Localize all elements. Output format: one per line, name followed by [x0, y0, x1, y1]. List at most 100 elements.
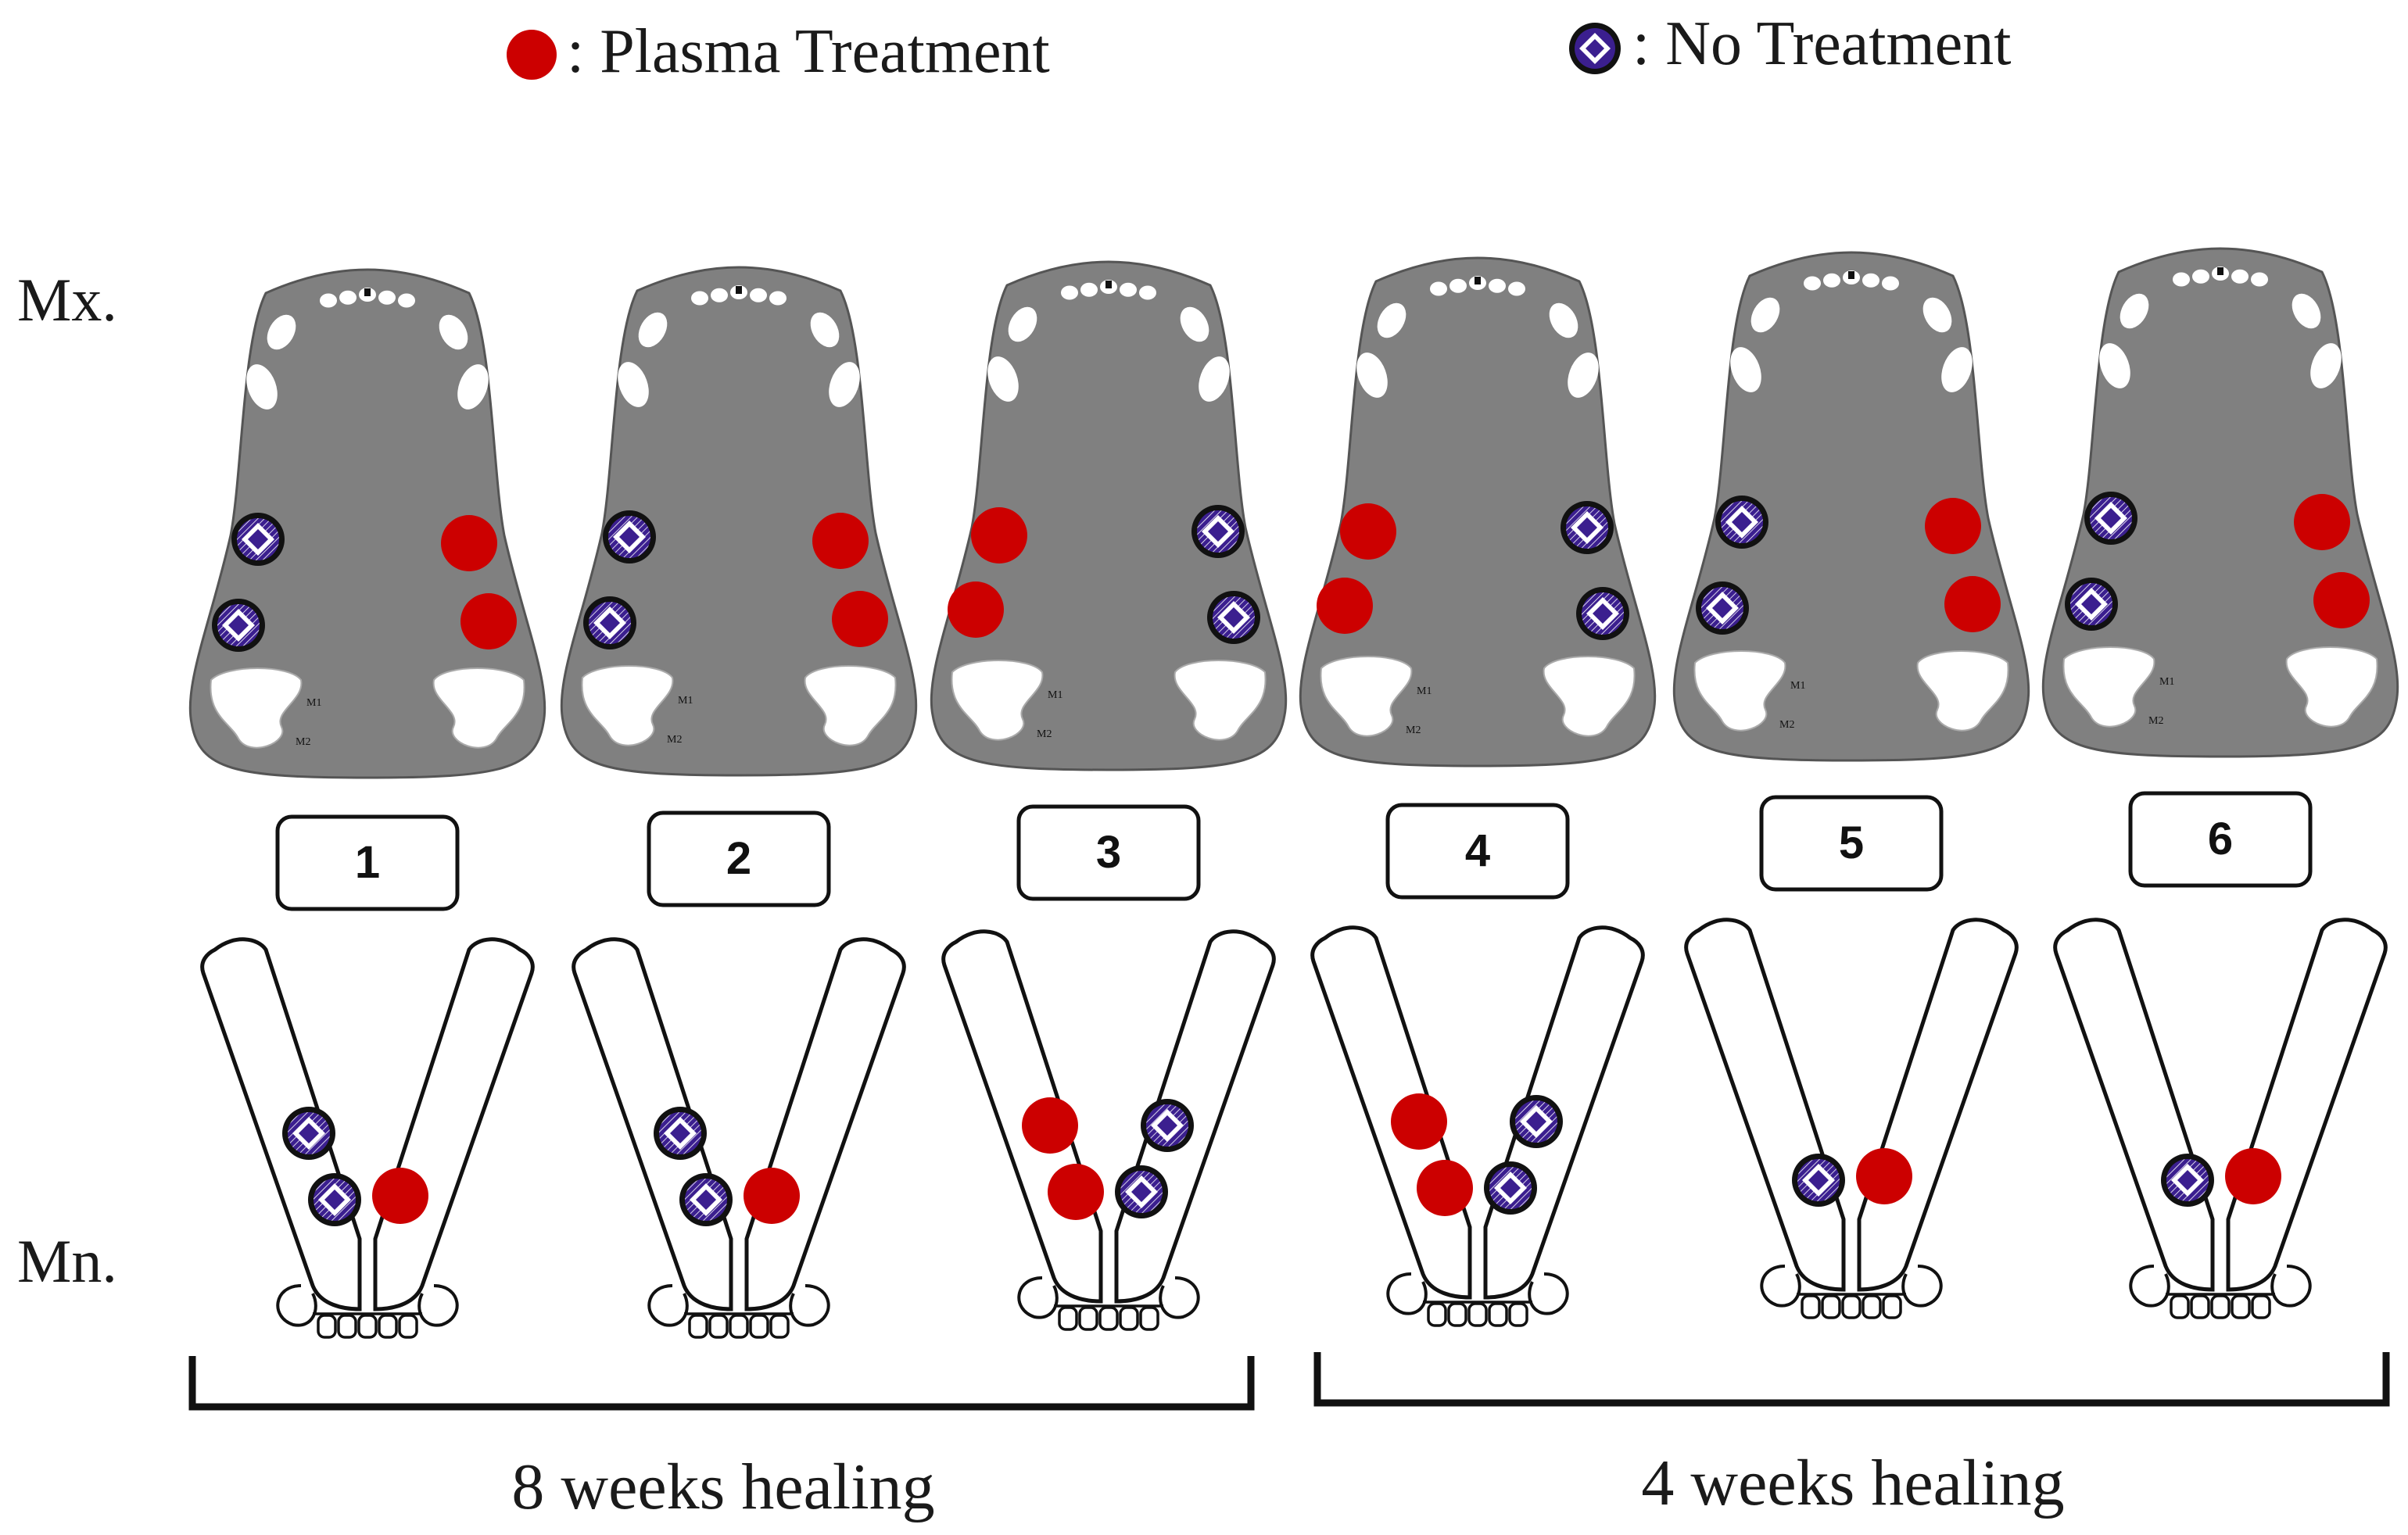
mandible-site-left-lower [2161, 1154, 2214, 1207]
specimen-number-box: 6 [2128, 791, 2313, 888]
specimen-number-box: 2 [647, 810, 831, 907]
tooth-label-m1: M1 [1790, 680, 1805, 692]
mandible-site-left-upper [654, 1107, 707, 1160]
mandible-diagram [2053, 918, 2388, 1319]
tooth-label-m2: M2 [2148, 715, 2163, 727]
mandible-incisors [1017, 1276, 1200, 1331]
group-label-4-weeks: 4 weeks healing [1641, 1447, 2064, 1519]
mandible-incisors [276, 1284, 459, 1339]
legend-none-marker [1569, 23, 1621, 74]
tooth-label-m2: M2 [1406, 725, 1421, 736]
tooth-label-m2: M2 [296, 736, 310, 748]
legend: : Plasma Treatment : No Treatment [507, 9, 2011, 86]
maxilla-site-left-lower [212, 599, 265, 652]
tooth-label-m2: M2 [1037, 728, 1052, 740]
specimen-number-box: 3 [1016, 804, 1201, 901]
incisor-teeth [1356, 276, 1599, 398]
mandible-diagram [572, 937, 906, 1339]
incisor-teeth [618, 285, 860, 407]
maxilla-site-right-upper [1191, 505, 1245, 558]
mandible-incisors [1760, 1265, 1943, 1319]
legend-none-label: : No Treatment [1632, 9, 2011, 78]
maxilla-site-right-lower [1207, 591, 1260, 644]
legend-plasma-label: : Plasma Treatment [567, 17, 1050, 86]
mandible-site-left-lower [679, 1173, 733, 1226]
incisor-teeth [1730, 270, 1973, 392]
incisor-teeth [246, 288, 489, 410]
specimen-number-box: 1 [275, 814, 460, 911]
mandible-site-right-lower [1856, 1148, 1912, 1204]
group-bracket-8-weeks: 8 weeks healing [188, 1356, 1255, 1523]
mandible-diagram [200, 937, 535, 1339]
tooth-label-m2: M2 [1779, 719, 1794, 731]
maxilla-site-left-upper [1715, 496, 1768, 549]
maxilla-site-left-upper [231, 513, 285, 566]
mandible-site-left-lower [308, 1173, 361, 1226]
mandible-diagram [1684, 918, 2019, 1319]
maxilla-site-left-lower [1696, 581, 1749, 635]
maxilla-site-right-lower [1576, 587, 1629, 640]
maxilla-site-left-upper [971, 507, 1027, 564]
specimen-number: 1 [355, 837, 380, 888]
specimen-number-box: 4 [1385, 803, 1570, 900]
mandible-site-left-upper [282, 1107, 335, 1160]
mandible-incisors [1386, 1272, 1569, 1327]
mandible-site-right-lower [1115, 1165, 1168, 1218]
maxilla-site-left-upper [1340, 503, 1396, 560]
maxilla-site-left-lower [948, 581, 1004, 638]
mandible-site-left-upper [1391, 1093, 1447, 1150]
mandible-site-right-upper [1510, 1095, 1563, 1148]
maxilla-site-right-upper [441, 515, 497, 571]
group-bracket-4-weeks: 4 weeks healing [1313, 1352, 2390, 1519]
row-label-mandible: Mn. [17, 1227, 117, 1295]
mandible-site-right-upper [1141, 1099, 1194, 1152]
mandible-diagram [941, 929, 1276, 1331]
specimen-number: 5 [1839, 818, 1864, 868]
mandible-site-left-lower [1792, 1154, 1845, 1207]
maxilla-site-right-lower [1944, 576, 2001, 632]
mandible-incisors [647, 1284, 830, 1339]
mandible-site-left-upper [1022, 1097, 1078, 1154]
maxilla-site-left-lower [2065, 578, 2118, 631]
maxilla-site-right-upper [1561, 501, 1614, 554]
mandible-diagram [1310, 925, 1645, 1327]
specimen-number: 3 [1096, 827, 1121, 878]
mandible-site-left-lower [1417, 1160, 1473, 1216]
mandible-site-right-lower [1484, 1161, 1537, 1215]
legend-plasma-marker [507, 30, 557, 80]
tooth-label-m2: M2 [667, 734, 682, 746]
maxilla-site-left-lower [583, 596, 636, 649]
specimen-number-box: 5 [1759, 795, 1944, 892]
maxilla-site-right-upper [1925, 498, 1981, 554]
tooth-label-m1: M1 [2159, 676, 2174, 688]
tooth-label-m1: M1 [678, 695, 693, 707]
maxilla-site-right-lower [832, 591, 888, 647]
specimen-number: 6 [2208, 814, 2233, 864]
maxilla-site-left-upper [2084, 492, 2137, 545]
tooth-label-m1: M1 [1048, 689, 1062, 701]
mandible-site-right-lower [372, 1168, 428, 1224]
maxilla-site-left-upper [603, 510, 656, 564]
maxilla-site-left-lower [1317, 578, 1373, 634]
incisor-teeth [987, 280, 1230, 402]
group-label-8-weeks: 8 weeks healing [511, 1451, 934, 1523]
specimen-number: 2 [726, 833, 751, 884]
